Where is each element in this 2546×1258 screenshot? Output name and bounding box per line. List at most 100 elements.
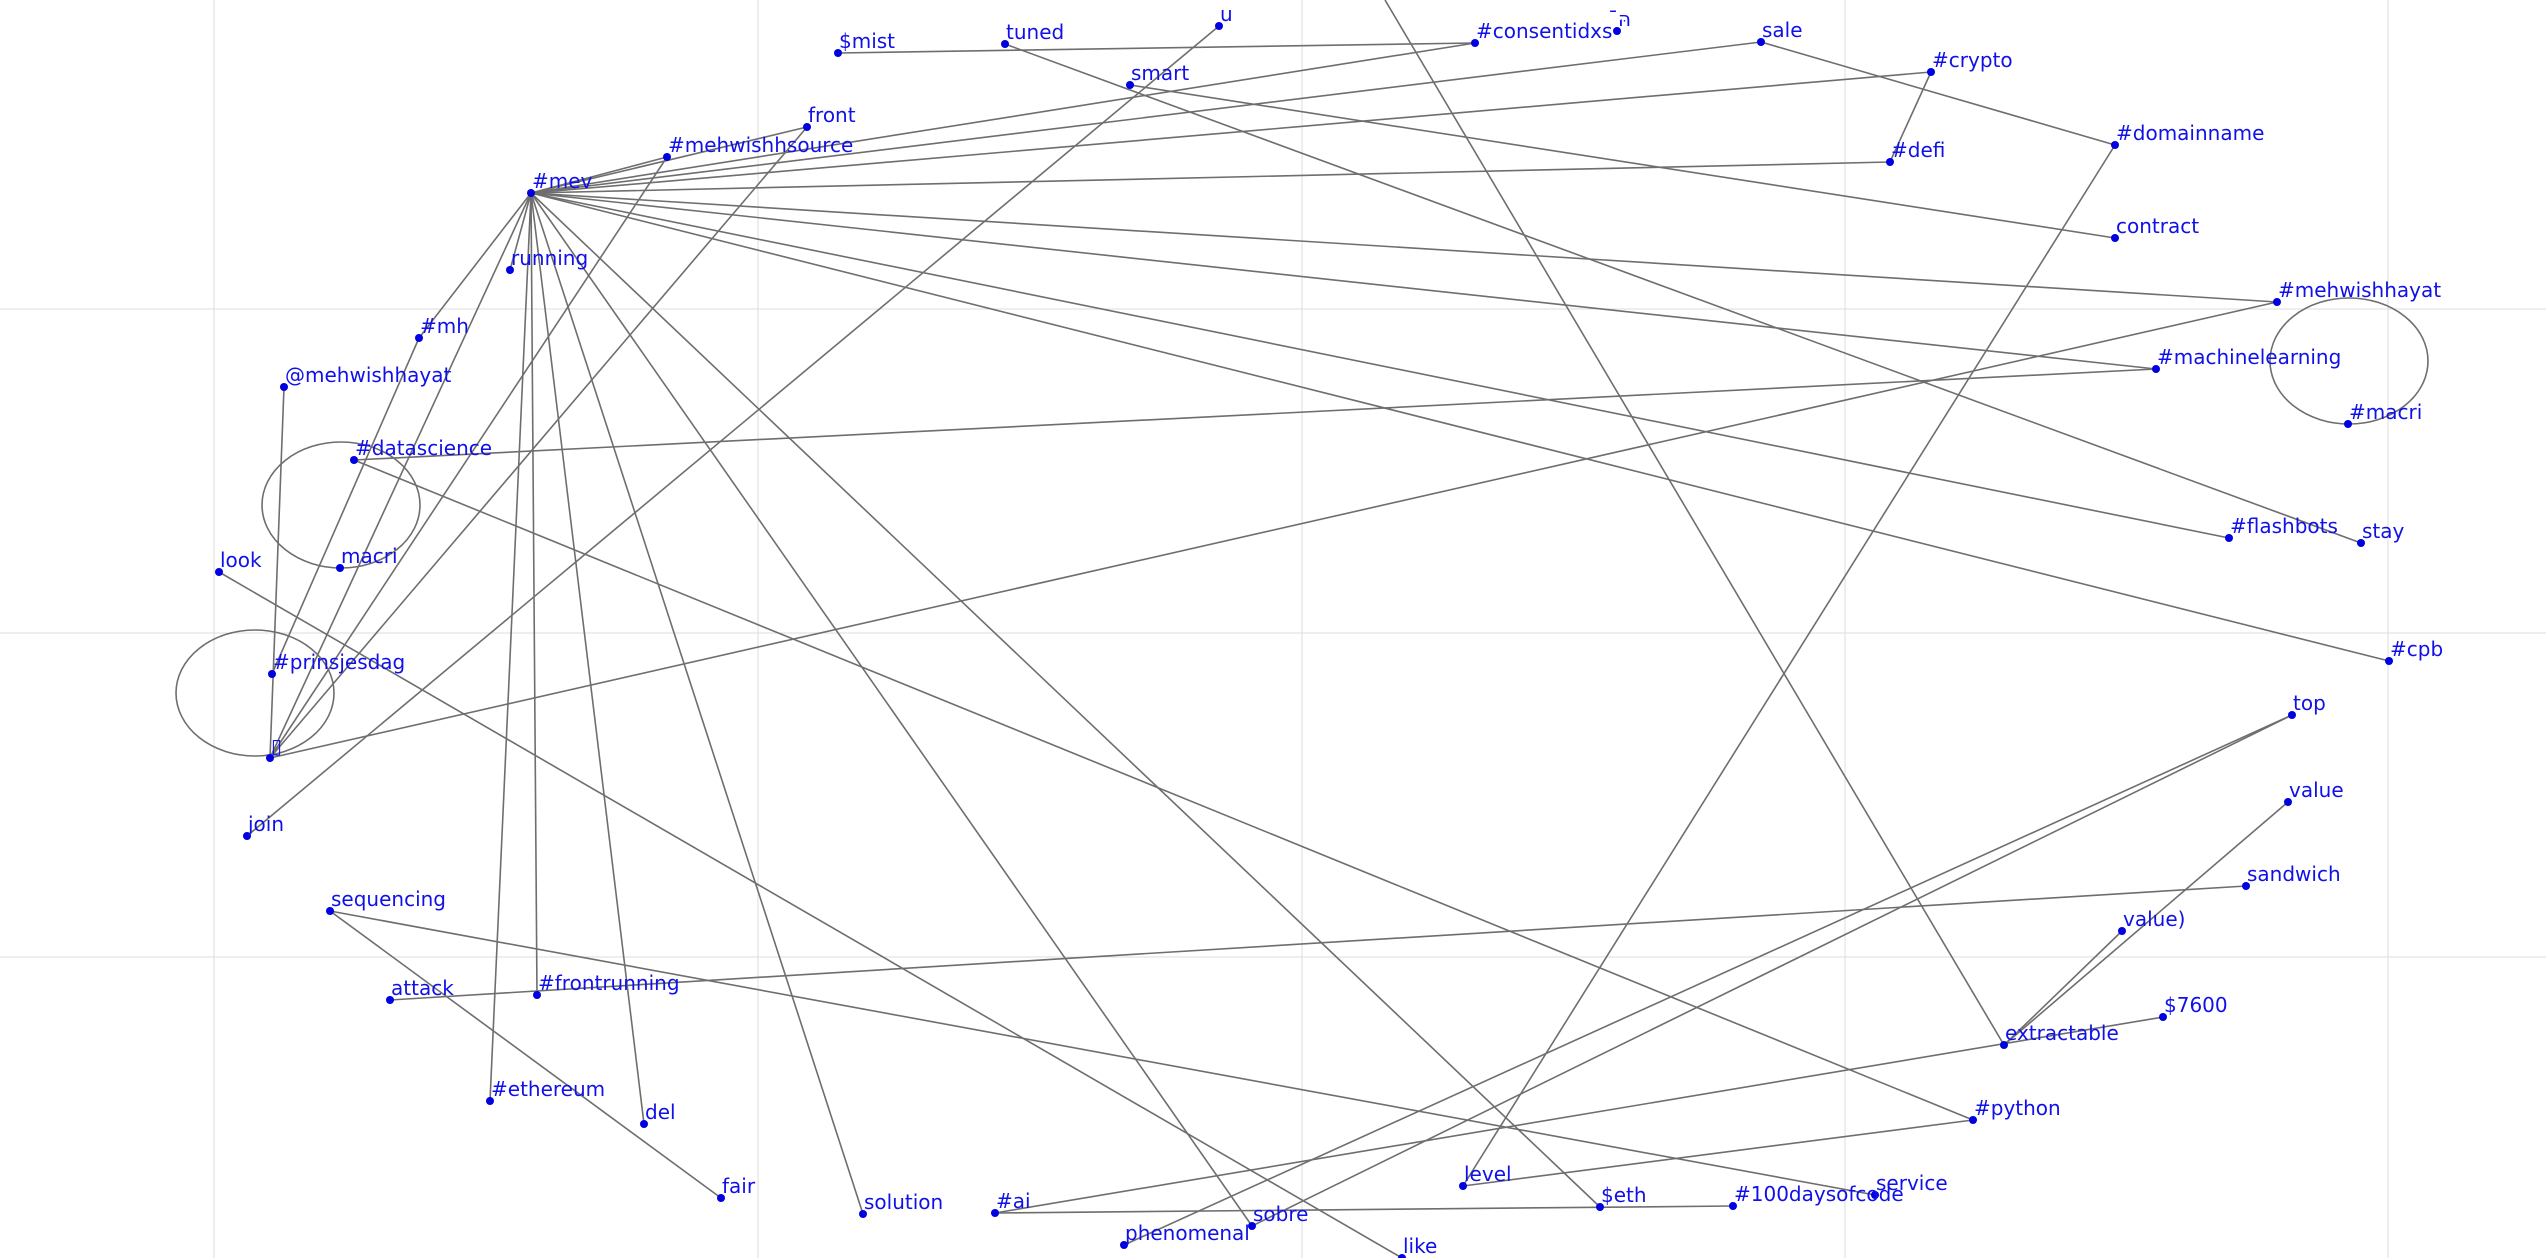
edge-mev-mehwishhsource — [530, 156, 668, 194]
node-label: ▯ — [271, 734, 282, 758]
node-mev: #mev — [527, 169, 593, 197]
node-hundreddays: #100daysofcode — [1729, 1182, 1904, 1210]
node-dot — [859, 1210, 867, 1218]
node-dot — [1596, 1203, 1604, 1211]
node-dot — [717, 1194, 725, 1202]
node-dot — [2242, 882, 2250, 890]
node-dot — [1471, 39, 1479, 47]
node-flashbots: #flashbots — [2225, 514, 2338, 542]
edge-mev-mehwishhayat_tag — [530, 192, 2278, 303]
edge-sale-domainname — [1760, 41, 2116, 146]
node-label: #consentidxs — [1476, 19, 1612, 43]
node-value_paren: value) — [2118, 907, 2185, 935]
node-label: sale — [1762, 18, 1803, 42]
node-label: look — [220, 548, 262, 572]
node-dot — [415, 334, 423, 342]
node-dot — [1757, 38, 1765, 46]
node-label: ּ̄ה — [1610, 7, 1631, 31]
node-label: solution — [864, 1190, 943, 1214]
edge-crypto-defi — [1889, 71, 1932, 163]
node-sandwich: sandwich — [2242, 862, 2341, 890]
node-label: #ethereum — [491, 1077, 605, 1101]
node-label: #mh — [420, 314, 469, 338]
node-label: #prinsjesdag — [273, 650, 405, 674]
node-label: service — [1876, 1171, 1948, 1195]
node-dot — [2284, 798, 2292, 806]
node-eth: $eth — [1596, 1183, 1647, 1211]
node-dot — [2000, 1041, 2008, 1049]
node-dot — [386, 996, 394, 1004]
edge-mev-mh — [418, 192, 532, 339]
node-label: del — [645, 1100, 676, 1124]
edge-offscreen-extractable — [1384, 0, 2005, 1046]
edge-mev-flashbots — [530, 192, 2230, 539]
node-ethereum: #ethereum — [486, 1077, 605, 1105]
edge-tuned-stay — [1004, 43, 2362, 544]
node-phenomenal: phenomenal — [1120, 1221, 1250, 1249]
node-label: attack — [391, 976, 454, 1000]
node-label: #python — [1974, 1096, 2061, 1120]
edge-datascience-python — [353, 459, 1974, 1121]
node-label: value — [2289, 778, 2344, 802]
node-mist: $mist — [834, 29, 895, 57]
node-dot — [1248, 1222, 1256, 1230]
node-label: #mehwishhsource — [668, 133, 853, 157]
node-dot — [1927, 68, 1935, 76]
node-macri: macri — [336, 544, 398, 572]
node-defi: #defi — [1886, 138, 1945, 166]
edge-domainname-level — [1462, 144, 2116, 1187]
node-dot — [2159, 1013, 2167, 1021]
node-dot — [2385, 657, 2393, 665]
node-label: #ai — [996, 1189, 1031, 1213]
node-label: $eth — [1601, 1183, 1647, 1207]
node-del: del — [640, 1100, 676, 1128]
node-label: tuned — [1006, 20, 1064, 44]
node-dot — [1871, 1191, 1879, 1199]
edge-mev-defi — [530, 161, 1891, 194]
node-label: top — [2293, 691, 2326, 715]
node-dot — [2344, 420, 2352, 428]
node-dot — [803, 123, 811, 131]
edge-box-mehwishhayat_tag — [269, 301, 2278, 759]
node-value: value — [2284, 778, 2344, 806]
node-label: macri — [341, 544, 398, 568]
edge-mev-crypto — [530, 71, 1932, 194]
node-label: #frontrunning — [538, 971, 680, 995]
node-label: #defi — [1891, 138, 1945, 162]
node-dot — [2273, 298, 2281, 306]
node-at_mehwishhayat: @mehwishhayat — [280, 363, 451, 391]
node-dot — [506, 266, 514, 274]
node-label: $mist — [839, 29, 895, 53]
edge-value-extractable — [2003, 801, 2289, 1046]
node-dot — [663, 153, 671, 161]
node-attack: attack — [386, 976, 454, 1004]
edge-look-like — [218, 571, 1403, 1258]
node-label: value) — [2123, 907, 2185, 931]
node-dot — [266, 754, 274, 762]
edge-u-join — [246, 25, 1220, 837]
node-label: like — [1403, 1234, 1437, 1258]
node-sale: sale — [1757, 18, 1803, 46]
node-dot — [243, 832, 251, 840]
node-ai: #ai — [991, 1189, 1031, 1217]
node-label: #cpb — [2390, 637, 2443, 661]
node-dot — [834, 49, 842, 57]
node-dot — [2288, 711, 2296, 719]
node-label: u — [1220, 2, 1233, 26]
node-label: phenomenal — [1125, 1221, 1250, 1245]
edge-mev-cpb — [530, 192, 2390, 662]
node-dot — [2111, 234, 2119, 242]
node-label: extractable — [2005, 1021, 2119, 1045]
node-label: #domainname — [2116, 121, 2264, 145]
edge-datascience-machinelearning — [353, 368, 2157, 461]
node-dot — [280, 383, 288, 391]
edge-value_paren-extractable — [2003, 930, 2123, 1046]
node-top: top — [2288, 691, 2326, 719]
node-dot — [1459, 1182, 1467, 1190]
self-loop-box — [175, 629, 335, 757]
node-consentidxs: #consentidxs — [1471, 19, 1612, 47]
node-dot — [2357, 539, 2365, 547]
node-contract: contract — [2111, 214, 2199, 242]
